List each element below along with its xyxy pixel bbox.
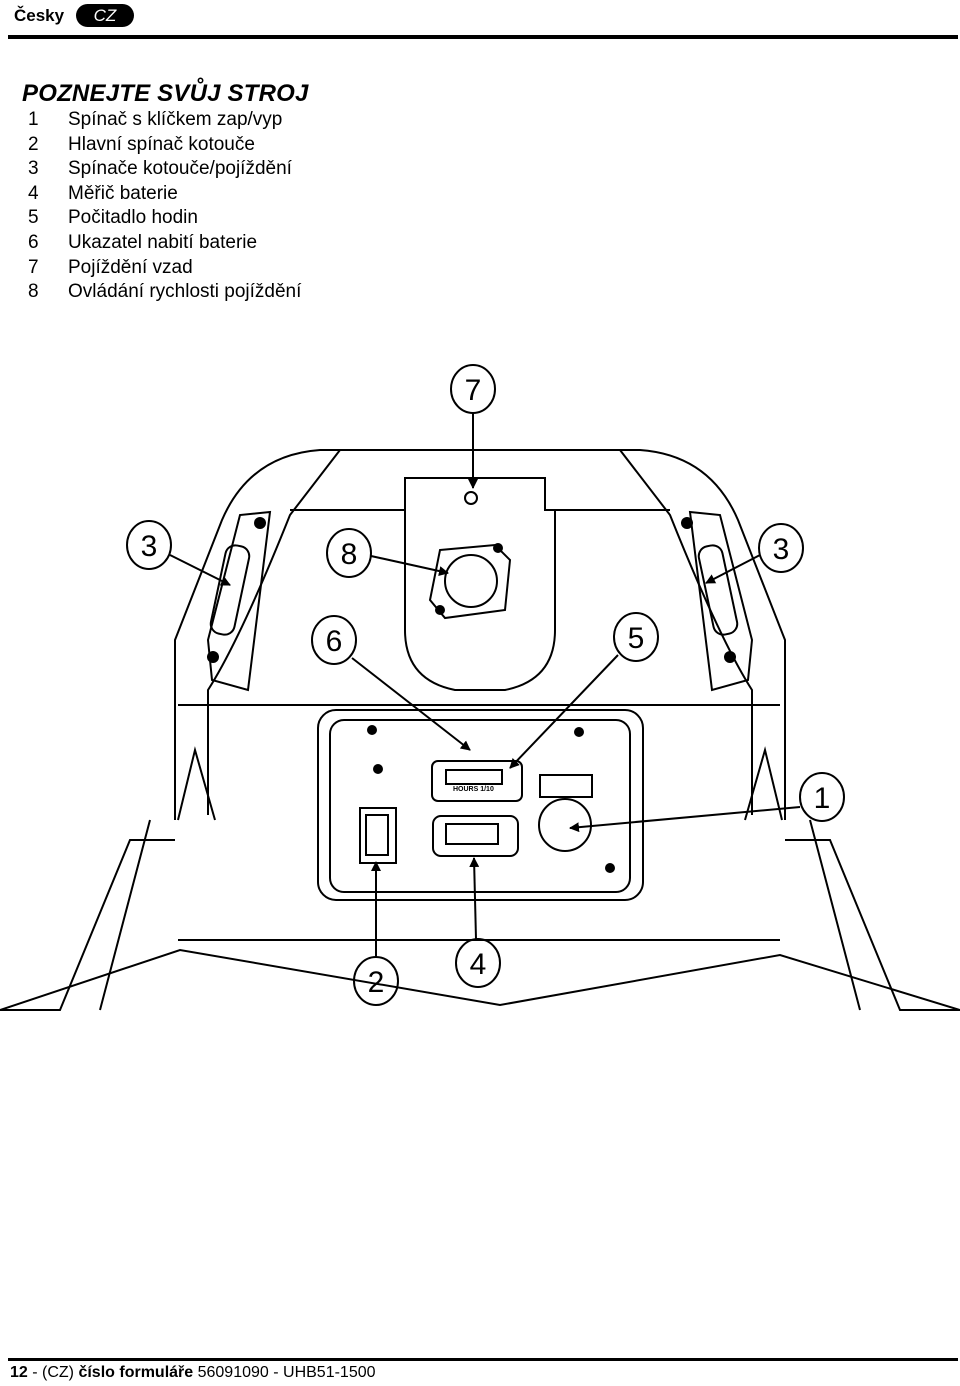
- form-number: 56091090 - UHB51-1500: [193, 1364, 376, 1381]
- callout-2: 2: [368, 966, 385, 999]
- speed-knob: [444, 554, 498, 608]
- section-title: POZNEJTE SVŮJ STROJ: [22, 80, 309, 107]
- legend-number: 8: [28, 281, 39, 303]
- legend-item: 2 Hlavní spínač kotouče: [28, 133, 301, 158]
- panel-frame: [178, 704, 780, 941]
- legend-item: 7 Pojíždění vzad: [28, 256, 301, 281]
- legend-item: 1 Spínač s klíčkem zap/vyp: [28, 108, 301, 133]
- callout-3-right: 3: [773, 533, 790, 566]
- reverse-indicator: [464, 491, 478, 505]
- legend-item: 3 Spínače kotouče/pojíždění: [28, 157, 301, 182]
- footer-rule: [8, 1358, 958, 1361]
- legend-number: 2: [28, 133, 39, 155]
- left-switch-plate: [206, 510, 272, 692]
- page-number: 12: [10, 1364, 28, 1381]
- footer-text: - (CZ): [27, 1364, 79, 1381]
- callout-3-right-circle: [758, 523, 804, 573]
- legend-item: 4 Měřič baterie: [28, 182, 301, 207]
- legend-item: 8 Ovládání rychlosti pojíždění: [28, 280, 301, 305]
- callout-6: 6: [326, 625, 343, 658]
- hour-meter: [431, 760, 523, 802]
- legend-number: 6: [28, 231, 39, 253]
- legend-number: 1: [28, 109, 39, 130]
- language-badge: CZ: [76, 4, 134, 27]
- right-switch-plate: [688, 510, 754, 692]
- handle-outer: [174, 449, 786, 820]
- floor-line: [0, 948, 960, 1011]
- header-rule: [8, 35, 958, 39]
- callout-6-circle: [311, 615, 357, 665]
- callout-4-circle: [455, 938, 501, 988]
- form-label: číslo formuláře: [78, 1364, 194, 1381]
- legend-label: Pojíždění vzad: [68, 256, 193, 278]
- key-switch: [538, 798, 592, 852]
- callout-3-left-circle: [126, 520, 172, 570]
- legend-label: Spínač s klíčkem zap/vyp: [68, 109, 283, 130]
- hour-meter-label: HOURS 1/10: [453, 786, 494, 793]
- callout-8: 8: [341, 538, 358, 571]
- lower-right-frame: [785, 819, 960, 1011]
- legend-number: 7: [28, 256, 39, 278]
- legend-label: Ukazatel nabití baterie: [68, 231, 258, 253]
- legend-label: Hlavní spínač kotouče: [68, 133, 255, 155]
- control-panel: [317, 709, 644, 901]
- console-top: [290, 477, 670, 511]
- language-label: Česky: [14, 6, 65, 25]
- battery-gauge: [432, 815, 519, 857]
- left-bumper: [177, 746, 216, 821]
- lower-left-frame: [0, 819, 175, 1011]
- legend-number: 3: [28, 158, 39, 180]
- callout-4: 4: [470, 948, 487, 981]
- callout-1: 1: [814, 782, 831, 815]
- legend-item: 5 Počitadlo hodin: [28, 206, 301, 231]
- legend-label: Ovládání rychlosti pojíždění: [68, 281, 302, 303]
- handle-inner: [207, 449, 753, 815]
- callout-1-circle: [799, 772, 845, 822]
- control-panel-inner: [329, 719, 631, 893]
- left-switch: [209, 544, 251, 636]
- legend-item: 6 Ukazatel nabití baterie: [28, 231, 301, 256]
- callout-3-left: 3: [141, 530, 158, 563]
- legend-label: Měřič baterie: [68, 182, 178, 204]
- callout-8-circle: [326, 528, 372, 578]
- legend-number: 4: [28, 182, 39, 204]
- screws: [207, 517, 736, 873]
- right-switch: [697, 544, 739, 636]
- legend-label: Spínače kotouče/pojíždění: [68, 158, 292, 180]
- legend-label: Počitadlo hodin: [68, 207, 198, 229]
- callout-5: 5: [628, 622, 645, 655]
- callout-7: 7: [465, 374, 482, 407]
- console-body: [404, 510, 556, 691]
- legend-number: 5: [28, 207, 39, 229]
- right-bumper: [744, 746, 783, 821]
- parts-legend: 1 Spínač s klíčkem zap/vyp 2 Hlavní spínač…: [28, 108, 301, 305]
- callout-5-circle: [613, 612, 659, 662]
- page-footer: 12 - (CZ) číslo formuláře 56091090 - UHB…: [10, 1364, 376, 1382]
